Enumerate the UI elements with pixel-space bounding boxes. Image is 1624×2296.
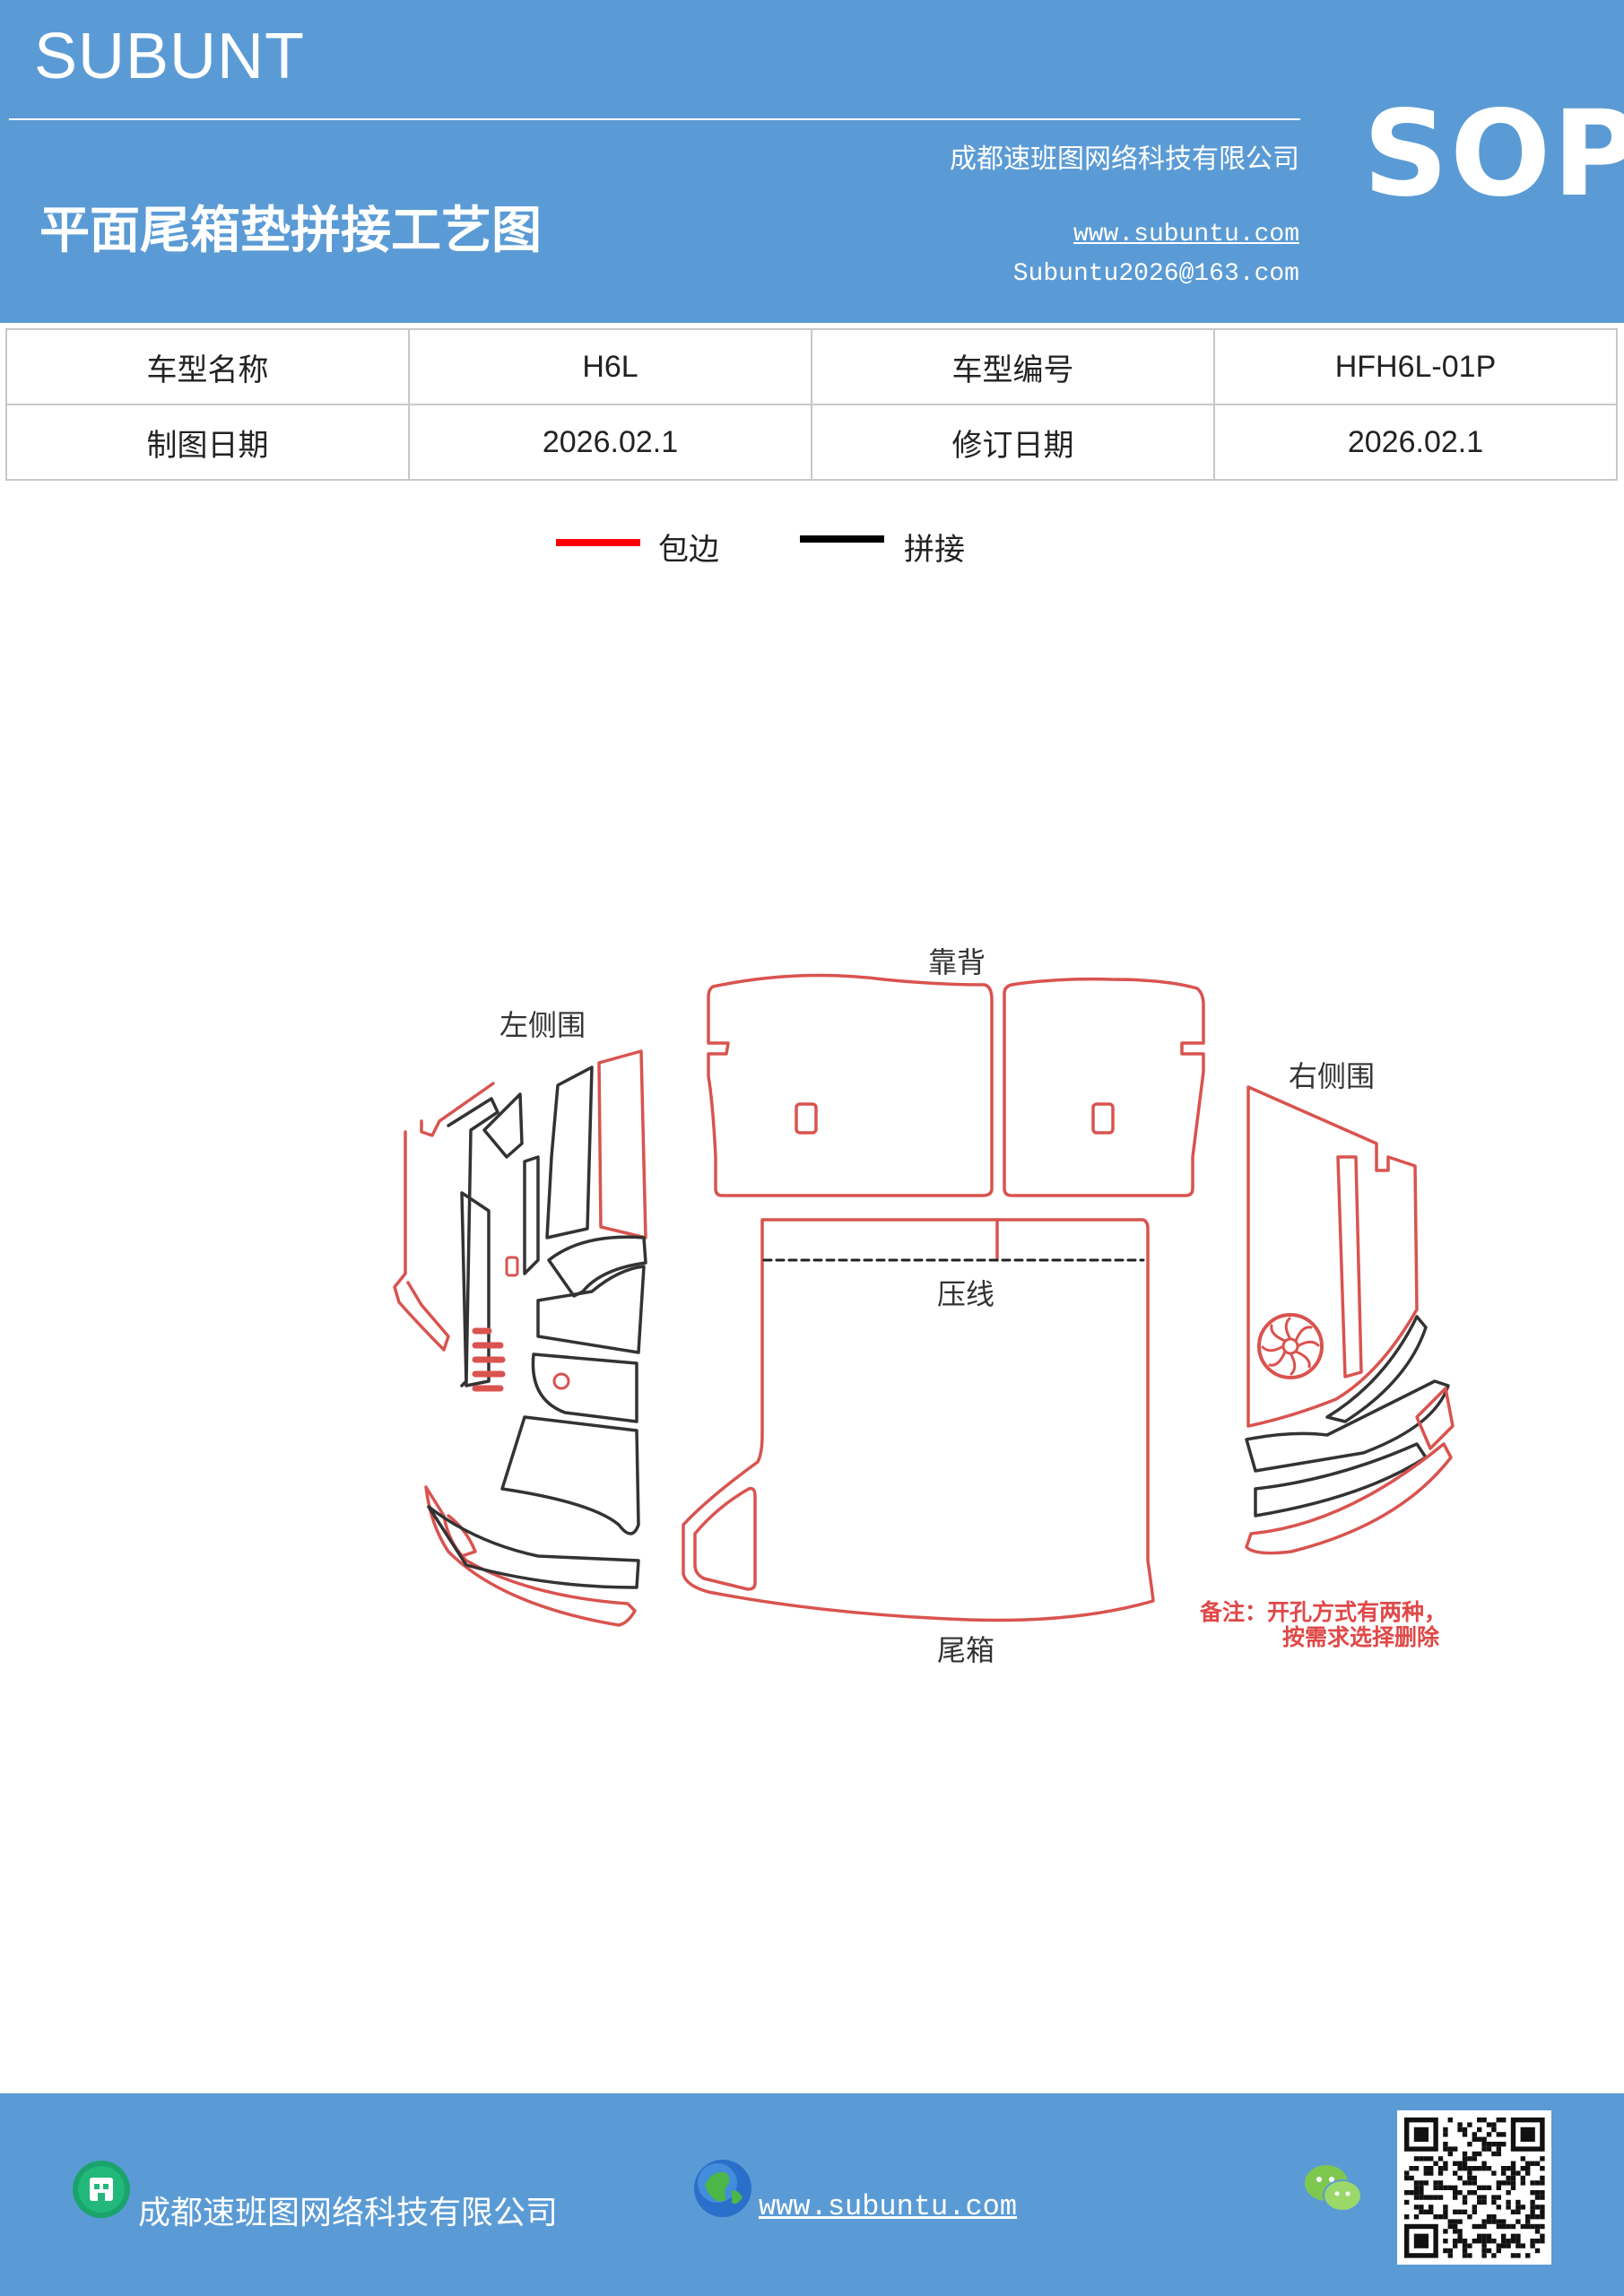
left-splice-9 <box>500 1415 640 1535</box>
footer-website-link[interactable]: www.subuntu.com <box>759 2190 1018 2223</box>
legend-splice-swatch <box>800 535 884 543</box>
left-slot-small <box>505 1256 519 1277</box>
globe-icon <box>694 2160 751 2217</box>
left-splice-4 <box>545 1065 594 1239</box>
label-left-panel: 左侧围 <box>499 1008 586 1042</box>
header-divider <box>9 118 1300 120</box>
legend-edge-swatch <box>556 539 640 546</box>
revise-date-label: 修订日期 <box>811 404 1215 481</box>
model-name-value: H6L <box>408 328 812 405</box>
model-name-label: 车型名称 <box>5 328 410 405</box>
left-round-hole <box>552 1372 570 1390</box>
backrest-right-hole <box>1091 1102 1115 1135</box>
draw-date-label: 制图日期 <box>5 404 410 481</box>
header-banner <box>0 0 1624 323</box>
left-panel-bottom-trim <box>424 1485 637 1627</box>
left-splice-5 <box>460 1191 491 1387</box>
sop-badge: SOP <box>1363 85 1624 223</box>
right-fan-blades <box>1261 1317 1320 1376</box>
table-row: 制图日期 2026.02.1 修订日期 2026.02.1 <box>5 404 1618 481</box>
note-line-2: 按需求选择删除 <box>1282 1624 1440 1650</box>
draw-date-value: 2026.02.1 <box>408 404 812 481</box>
qr-code <box>1397 2110 1551 2265</box>
backrest-left-piece <box>707 973 994 1197</box>
trunk-floor-piece <box>682 1218 1155 1622</box>
left-splice-2 <box>482 1092 524 1159</box>
left-splice-7 <box>536 1265 646 1354</box>
right-panel-bottom-trim <box>1245 1442 1453 1555</box>
info-table: 车型名称 H6L 车型编号 HFH6L-01P 制图日期 2026.02.1 修… <box>5 328 1618 481</box>
left-panel-hook <box>447 1514 477 1558</box>
left-splice-8 <box>531 1352 638 1423</box>
company-name: 成都速班图网络科技有限公司 <box>950 144 1299 175</box>
left-panel-outer <box>393 1130 450 1352</box>
model-code-label: 车型编号 <box>811 328 1215 405</box>
revise-date-value: 2026.02.1 <box>1213 404 1618 481</box>
label-trunk: 尾箱 <box>937 1633 995 1667</box>
model-code-value: HFH6L-01P <box>1213 328 1618 405</box>
website-link[interactable]: www.subuntu.com <box>1073 221 1299 248</box>
email-address[interactable]: Subuntu2026@163.com <box>1012 260 1299 288</box>
legend-splice-label: 拼接 <box>904 532 965 568</box>
table-row: 车型名称 H6L 车型编号 HFH6L-01P <box>5 328 1618 405</box>
right-panel-wing <box>1415 1387 1455 1450</box>
left-panel-clip <box>420 1082 495 1137</box>
right-panel-main <box>1246 1085 1419 1428</box>
right-panel-strip <box>1336 1155 1363 1378</box>
trunk-left-pocket <box>693 1486 757 1591</box>
footer-company: 成都速班图网络科技有限公司 <box>138 2195 559 2231</box>
backrest-left-hole <box>795 1102 818 1135</box>
label-crease: 压线 <box>937 1277 995 1311</box>
right-fan-outer <box>1257 1313 1324 1379</box>
page-title: 平面尾箱垫拼接工艺图 <box>39 201 542 260</box>
legend-edge-label: 包边 <box>658 532 719 568</box>
left-splice-10 <box>427 1505 640 1589</box>
label-backrest: 靠背 <box>928 945 986 979</box>
left-splice-6 <box>547 1235 647 1298</box>
note-line-1: 备注：开孔方式有两种， <box>1200 1599 1447 1625</box>
building-icon <box>73 2161 130 2218</box>
label-right-panel: 右侧围 <box>1289 1059 1376 1093</box>
left-splice-3 <box>523 1155 540 1275</box>
backrest-right-piece <box>1003 977 1205 1197</box>
left-vent-slots <box>472 1327 506 1392</box>
left-panel-top-strip <box>597 1049 647 1239</box>
trunk-mat-diagram <box>393 973 1455 1627</box>
right-splice-1 <box>1325 1315 1428 1423</box>
right-splice-2 <box>1245 1379 1450 1473</box>
wechat-icon[interactable] <box>1302 2161 1365 2215</box>
brand-name: SUBUNT <box>34 21 306 92</box>
